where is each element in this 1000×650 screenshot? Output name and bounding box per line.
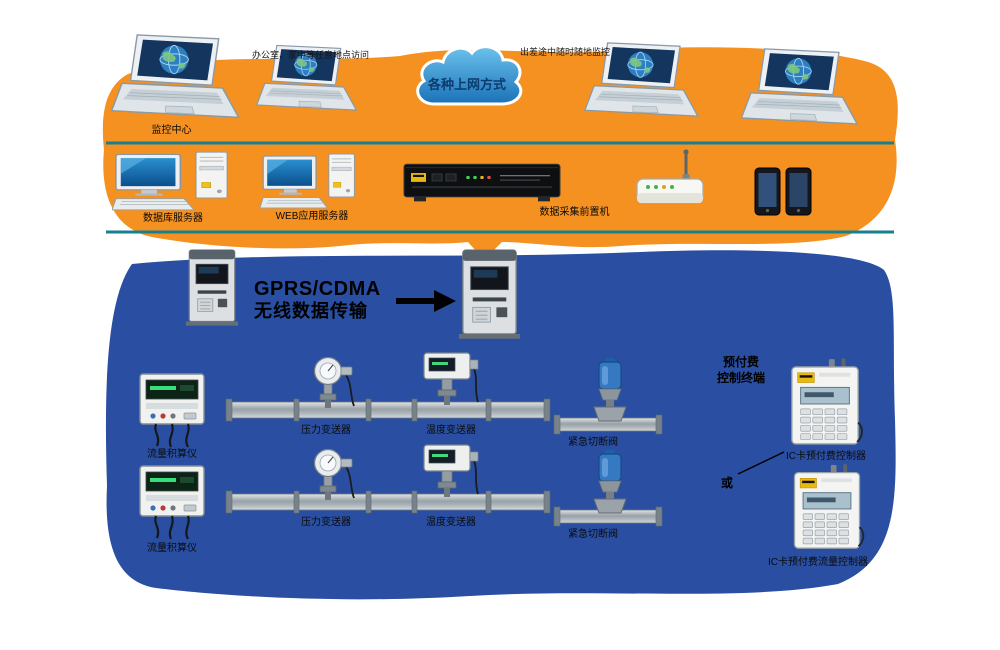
prepaid-label: 预付费 控制终端 bbox=[702, 354, 780, 386]
device-caption: 紧急切断阀 bbox=[568, 437, 618, 448]
cloud-icon bbox=[416, 45, 523, 106]
device-caption: 温度变送器 bbox=[426, 425, 476, 436]
callout-line bbox=[737, 451, 785, 475]
data-collector-rack-icon bbox=[402, 158, 562, 204]
wireless-router-icon bbox=[634, 148, 706, 216]
pipe-row2 bbox=[225, 490, 663, 527]
controller2-caption: IC卡预付费流量控制器 bbox=[768, 557, 868, 568]
server-a-caption: 数据库服务器 bbox=[143, 213, 203, 224]
monitor-center-caption: 监控中心 bbox=[151, 125, 192, 136]
shutoff-valve-icon bbox=[586, 358, 634, 422]
prepaid-label-line1: 预付费 bbox=[722, 355, 759, 369]
cloud-label: 各种上网方式 bbox=[427, 77, 506, 92]
server-computer-a-icon bbox=[112, 150, 234, 212]
flow-computer-icon bbox=[136, 370, 208, 448]
blue-region bbox=[105, 250, 896, 600]
prepaid-controller-1-icon bbox=[786, 358, 864, 448]
device-caption: 压力变送器 bbox=[301, 517, 351, 528]
pressure-transmitter-icon bbox=[300, 448, 356, 502]
wireless-transmission-label: GPRS/CDMA 无线数据传输 bbox=[254, 278, 406, 322]
wireless-line2: 无线数据传输 bbox=[254, 301, 368, 321]
laptop-1-icon bbox=[106, 34, 248, 124]
prepaid-controller-2-icon bbox=[788, 464, 866, 552]
server-computer-b-icon bbox=[260, 152, 360, 210]
prepaid-label-line2: 控制终端 bbox=[716, 371, 765, 386]
note-left: 办公室、家中等任意地点访问 bbox=[252, 50, 370, 60]
server-b-caption: WEB应用服务器 bbox=[275, 211, 349, 222]
mobile-phones-icon bbox=[752, 166, 814, 218]
or-label: 或 bbox=[720, 476, 733, 490]
internet-cloud: 各种上网方式 bbox=[406, 36, 528, 122]
device-caption: 温度变送器 bbox=[426, 517, 476, 528]
kiosk-terminal-2-icon bbox=[452, 248, 527, 339]
device-caption: 流量积算仪 bbox=[147, 543, 197, 554]
note-right: 出差途中随时随地监控 bbox=[520, 47, 611, 57]
arrow-icon bbox=[396, 290, 456, 312]
shutoff-valve-icon bbox=[586, 450, 634, 514]
pressure-transmitter-icon bbox=[300, 356, 356, 410]
pipe-row1 bbox=[225, 398, 663, 435]
device-caption: 紧急切断阀 bbox=[568, 529, 618, 540]
flow-computer-icon bbox=[136, 462, 208, 540]
device-caption: 流量积算仪 bbox=[147, 449, 197, 460]
temperature-transmitter-icon bbox=[416, 442, 480, 498]
laptop-4-icon bbox=[740, 48, 862, 130]
wireless-line1: GPRS/CDMA bbox=[254, 278, 381, 300]
controller1-caption: IC卡预付费控制器 bbox=[786, 451, 866, 462]
temperature-transmitter-icon bbox=[416, 350, 480, 406]
kiosk-terminal-1-icon bbox=[180, 248, 244, 326]
device-caption: 压力变送器 bbox=[301, 425, 351, 436]
rack-caption: 数据采集前置机 bbox=[539, 207, 610, 218]
